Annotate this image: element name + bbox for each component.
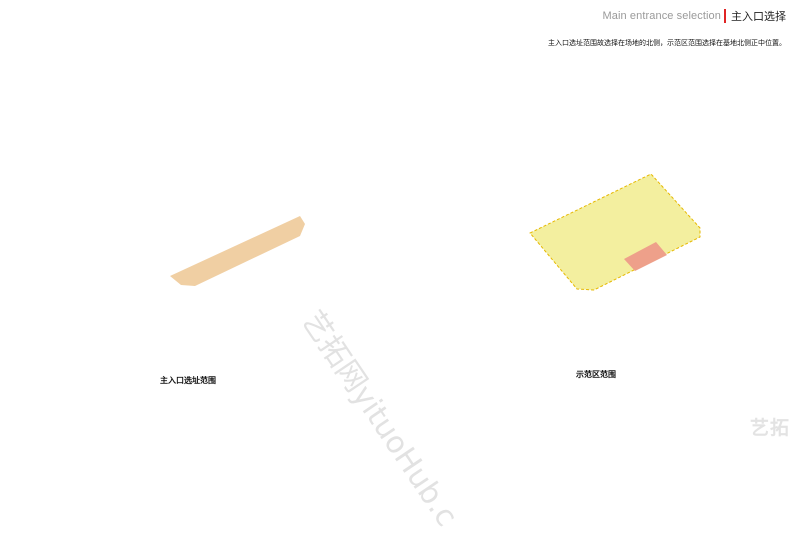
caption-entrance-range: 主入口选址范围	[160, 376, 216, 385]
caption-demo-range: 示范区范围	[576, 370, 616, 379]
demo-zone-shape	[624, 242, 667, 271]
entrance-zone-shape	[170, 216, 305, 286]
site-boundary-shape	[529, 173, 701, 291]
page-header: Main entrance selection 主入口选择	[603, 8, 786, 24]
header-title-en: Main entrance selection	[602, 10, 721, 22]
corner-logo: 艺拓	[749, 417, 790, 439]
header-accent-bar	[724, 9, 726, 23]
header-title-cn: 主入口选择	[731, 10, 786, 23]
site-diagram	[170, 173, 701, 291]
description-text: 主入口选址范围故选择在场地的北侧，示范区范围选择在基地北侧正中位置。	[548, 39, 786, 47]
